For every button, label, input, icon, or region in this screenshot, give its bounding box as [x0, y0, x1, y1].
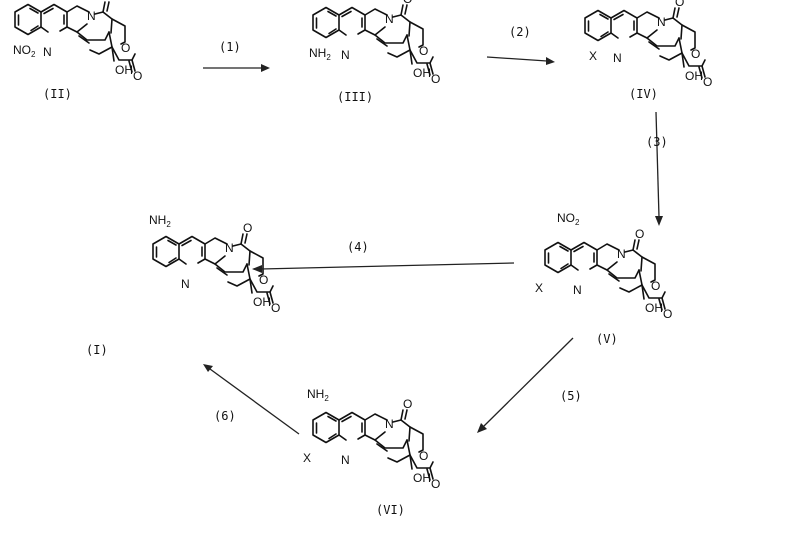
carbonyl-oxygen: O: [243, 221, 252, 235]
lactone-oxygen: O: [419, 449, 428, 463]
carbonyl-oxygen: O: [635, 227, 644, 241]
ester-oxygen: O: [431, 477, 440, 491]
pyridone-nitrogen: N: [225, 241, 234, 255]
ring-nitrogen: N: [613, 51, 622, 65]
step-label-5: (5): [560, 389, 582, 403]
hydroxyl-label: OH: [253, 295, 271, 309]
carbonyl-oxygen: O: [105, 0, 114, 3]
compound-I: N N O O O OH NH2: [149, 213, 280, 315]
ester-oxygen: O: [663, 307, 672, 321]
step-label-1: (1): [219, 40, 241, 54]
ester-oxygen: O: [271, 301, 280, 315]
pyridone-nitrogen: N: [385, 417, 394, 431]
pyridone-nitrogen: N: [617, 247, 626, 261]
compound-label-IV: (IV): [629, 87, 658, 101]
amino-substituent: NH2: [309, 46, 331, 62]
compound-IV: N N O O O OH X (IV): [584, 0, 712, 101]
nitro-substituent: NO2: [13, 43, 36, 59]
arrow-step-4: [252, 262, 515, 273]
ring-nitrogen: N: [181, 277, 190, 291]
carbonyl-oxygen: O: [403, 0, 412, 6]
hydroxyl-label: OH: [685, 69, 703, 83]
step-label-6: (6): [214, 409, 236, 423]
amino-substituent: NH2: [307, 387, 329, 403]
step-label-4: (4): [347, 240, 369, 254]
ester-oxygen: O: [431, 72, 440, 86]
amino-substituent: NH2: [149, 213, 171, 229]
carbonyl-oxygen: O: [403, 397, 412, 411]
pyridone-nitrogen: N: [385, 12, 394, 26]
compound-VI: N N O O O OH NH2 X: [303, 387, 440, 491]
carbonyl-oxygen: O: [675, 0, 684, 9]
ring-nitrogen: N: [573, 283, 582, 297]
pyridone-nitrogen: N: [87, 9, 96, 23]
hydroxyl-label: OH: [413, 471, 431, 485]
compound-label-III: (III): [337, 90, 373, 104]
step-label-3: (3): [646, 135, 668, 149]
halide-substituent: X: [589, 49, 597, 63]
ring-nitrogen: N: [341, 453, 350, 467]
ring-nitrogen: N: [341, 48, 350, 62]
pyridone-nitrogen: N: [657, 15, 666, 29]
step-label-2: (2): [509, 25, 531, 39]
compound-III: N N O O O OH NH2 (III): [309, 0, 440, 104]
hydroxyl-label: OH: [645, 301, 663, 315]
arrow-step-1: [203, 64, 270, 72]
lactone-oxygen: O: [121, 41, 130, 55]
lactone-oxygen: O: [691, 47, 700, 61]
compound-II: N N O O O OH NO2 (II): [13, 0, 142, 101]
compound-label-V: (V): [596, 332, 618, 346]
compound-label-II: (II): [43, 87, 72, 101]
ester-oxygen: O: [133, 69, 142, 83]
arrow-step-2: [486, 56, 555, 65]
arrow-step-6: [203, 364, 300, 435]
lactone-oxygen: O: [259, 273, 268, 287]
arrow-step-5: [477, 337, 574, 433]
ring-nitrogen: N: [43, 45, 52, 59]
hydroxyl-label: OH: [115, 63, 133, 77]
nitro-substituent: NO2: [557, 211, 580, 227]
compound-label-VI: (VI): [376, 503, 405, 517]
compound-V: N N O O O OH NO2 X: [535, 211, 672, 321]
compound-label-I: (I): [86, 343, 108, 357]
lactone-oxygen: O: [651, 279, 660, 293]
lactone-oxygen: O: [419, 44, 428, 58]
ester-oxygen: O: [703, 75, 712, 89]
hydroxyl-label: OH: [413, 66, 431, 80]
halide-substituent: X: [303, 451, 311, 465]
halide-substituent: X: [535, 281, 543, 295]
arrow-step-3: [655, 111, 663, 226]
